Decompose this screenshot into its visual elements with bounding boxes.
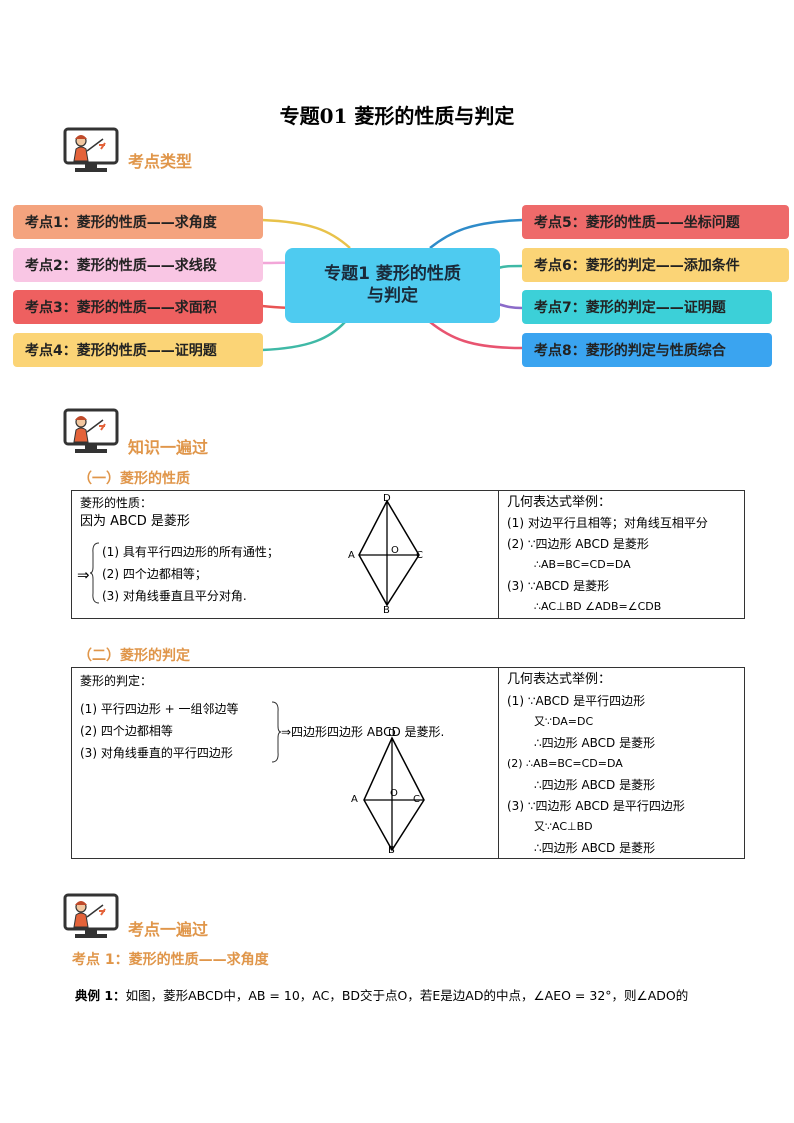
mindmap-node-kaodian-6: 考点6：菱形的判定——添加条件: [522, 248, 789, 282]
table-divider: [498, 491, 499, 618]
judgement-expr-5: ∴四边形 ABCD 是菱形: [534, 778, 656, 792]
judgement-conclusion: ⇒四边形四边形 ABCD 是菱形.: [281, 725, 445, 739]
property-expr-4: (3) ∵ABCD 是菱形: [507, 579, 610, 593]
property-item-1: (1) 具有平行四边形的所有通性；: [102, 545, 279, 559]
property-expr-1: (1) 对边平行且相等；对角线互相平分: [507, 516, 708, 530]
judgement-right-title: 几何表达式举例：: [507, 672, 612, 687]
property-item-3: (3) 对角线垂直且平分对角.: [102, 589, 247, 603]
property-because: 因为 ABCD 是菱形: [80, 514, 190, 529]
section-title-kaodian-leixing: 考点类型: [128, 152, 193, 171]
mindmap-node-kaodian-1: 考点1：菱形的性质——求角度: [13, 205, 263, 239]
kaodian-1-heading: 考点 1：菱形的性质——求角度: [72, 952, 269, 968]
vertex-label-c: C: [416, 550, 423, 561]
judgement-expr-7: 又∵AC⊥BD: [534, 820, 593, 833]
vertex-label-d: D: [388, 728, 396, 739]
example-1-text: 如图，菱形ABCD中，AB = 10，AC，BD交于点O，若E是边AD的中点，∠…: [125, 988, 689, 1003]
vertex-label-d: D: [383, 493, 391, 504]
teacher-board-icon: [63, 408, 119, 458]
judgement-expr-2: 又∵DA=DC: [534, 715, 594, 728]
judgement-left-title: 菱形的判定：: [80, 674, 153, 688]
mindmap-node-kaodian-8: 考点8：菱形的判定与性质综合: [522, 333, 772, 367]
mindmap-node-kaodian-7: 考点7：菱形的判定——证明题: [522, 290, 772, 324]
mindmap-node-kaodian-2: 考点2：菱形的性质——求线段: [13, 248, 263, 282]
judgement-item-3: (3) 对角线垂直的平行四边形: [80, 746, 233, 760]
rhombus-diagram: [363, 736, 425, 852]
rhombus-diagram: [358, 499, 420, 607]
property-right-title: 几何表达式举例：: [507, 495, 612, 510]
mindmap-node-kaodian-4: 考点4：菱形的性质——证明题: [13, 333, 263, 367]
connector-7: [497, 302, 523, 310]
right-brace: [271, 701, 282, 763]
teacher-board-icon: [63, 893, 119, 943]
judgement-expr-3: ∴四边形 ABCD 是菱形: [534, 736, 656, 750]
example-1: 典例 1：如图，菱形ABCD中，AB = 10，AC，BD交于点O，若E是边AD…: [75, 985, 688, 1004]
vertex-label-b: B: [383, 605, 390, 616]
connector-6: [497, 264, 523, 270]
mindmap-node-kaodian-3: 考点3：菱形的性质——求面积: [13, 290, 263, 324]
judgement-expr-1: (1) ∵ABCD 是平行四边形: [507, 694, 646, 708]
table-divider: [498, 668, 499, 858]
judgement-expr-8: ∴四边形 ABCD 是菱形: [534, 841, 656, 855]
implies-arrow: ⇒: [77, 566, 90, 584]
vertex-label-a: A: [351, 794, 358, 805]
property-left-title: 菱形的性质：: [80, 496, 153, 510]
mindmap-connectors: [261, 218, 523, 352]
teacher-board-icon: [63, 127, 119, 177]
property-expr-2: (2) ∵四边形 ABCD 是菱形: [507, 537, 649, 551]
vertex-label-a: A: [348, 550, 355, 561]
vertex-label-o: O: [390, 788, 398, 799]
subsection-title-property: （一）菱形的性质: [78, 471, 190, 487]
judgement-table: 菱形的判定： (1) 平行四边形 + 一组邻边等 (2) 四个边都相等 (3) …: [71, 667, 745, 859]
vertex-label-b: B: [388, 845, 395, 856]
example-1-lead: 典例 1：: [75, 988, 126, 1003]
connector-1: [261, 218, 351, 249]
subsection-title-judgement: （二）菱形的判定: [78, 648, 190, 664]
connector-8: [429, 321, 523, 350]
judgement-item-1: (1) 平行四边形 + 一组邻边等: [80, 702, 239, 716]
connector-5: [429, 218, 523, 249]
judgement-expr-4: (2) ∴AB=BC=CD=DA: [507, 757, 623, 770]
property-expr-5: ∴AC⊥BD ∠ADB=∠CDB: [534, 600, 662, 613]
property-item-2: (2) 四个边都相等；: [102, 567, 207, 581]
property-table: 菱形的性质： 因为 ABCD 是菱形 ⇒ (1) 具有平行四边形的所有通性； (…: [71, 490, 745, 619]
mindmap-node-kaodian-5: 考点5：菱形的性质——坐标问题: [522, 205, 789, 239]
judgement-expr-6: (3) ∵四边形 ABCD 是平行四边形: [507, 799, 685, 813]
page-title: 专题01 菱形的性质与判定: [279, 104, 515, 128]
vertex-label-c: C: [413, 794, 420, 805]
vertex-label-o: O: [391, 545, 399, 556]
property-expr-3: ∴AB=BC=CD=DA: [534, 558, 631, 571]
mindmap-center-node: 专题1 菱形的性质 与判定: [285, 248, 500, 323]
left-brace: [89, 542, 100, 604]
judgement-item-2: (2) 四个边都相等: [80, 724, 173, 738]
connector-4: [261, 321, 346, 352]
section-title-zhishi: 知识一遍过: [128, 438, 209, 457]
section-title-kaodian-yibian: 考点一遍过: [128, 920, 209, 939]
